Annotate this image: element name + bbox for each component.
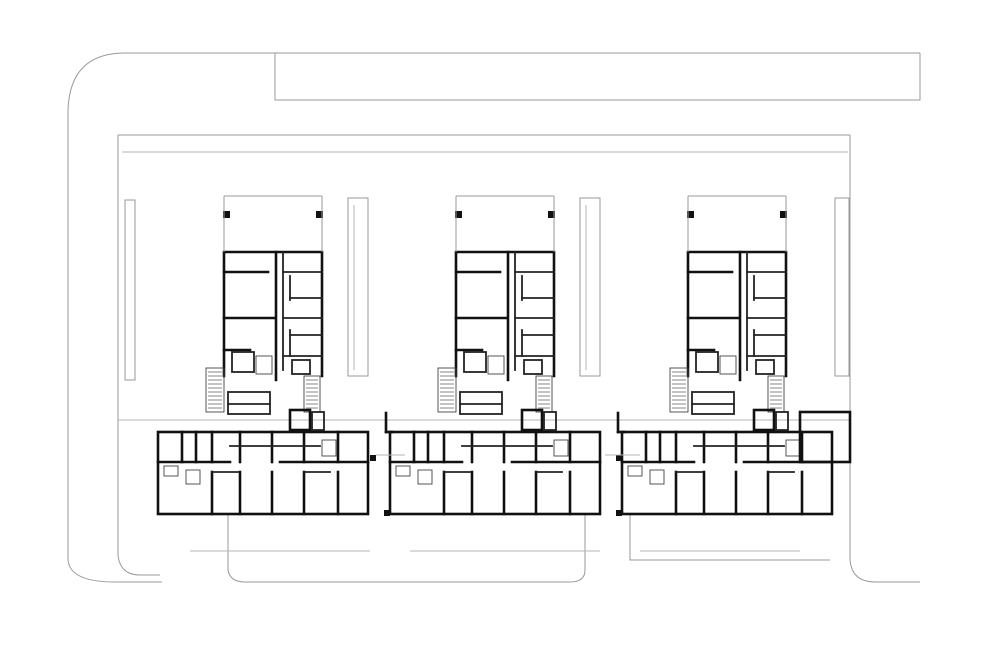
slab-bathroom bbox=[185, 469, 201, 485]
stair-outline bbox=[669, 367, 689, 413]
bathroom bbox=[463, 351, 487, 373]
stair-core bbox=[208, 371, 318, 409]
lift-shaft bbox=[752, 408, 776, 432]
north-wing-outline bbox=[222, 250, 324, 378]
site-boundary-outer bbox=[67, 52, 920, 583]
slab-kitchen bbox=[627, 465, 643, 477]
south-slab-outline bbox=[620, 430, 834, 516]
site-boundary-right bbox=[849, 420, 920, 583]
stair-outline-2 bbox=[767, 375, 785, 413]
balcony-column bbox=[687, 211, 694, 218]
planter-slot-4 bbox=[834, 197, 850, 377]
service-shaft bbox=[775, 411, 789, 431]
closet bbox=[755, 359, 775, 375]
connector-col-2 bbox=[384, 510, 390, 516]
closet bbox=[291, 359, 311, 375]
site-boundary-inner bbox=[117, 135, 160, 576]
street-bottom bbox=[227, 515, 586, 583]
bathroom-2 bbox=[719, 355, 737, 375]
balcony-column bbox=[455, 211, 462, 218]
connector-col-4 bbox=[616, 510, 622, 516]
building-blocks bbox=[156, 195, 852, 516]
planter-slot-2 bbox=[347, 197, 369, 377]
stair-core bbox=[672, 371, 782, 409]
balcony-column bbox=[316, 211, 323, 218]
balcony-column bbox=[548, 211, 555, 218]
block-center bbox=[388, 195, 602, 516]
lift-shaft bbox=[520, 408, 544, 432]
east-extra-room bbox=[798, 410, 852, 464]
bathroom bbox=[231, 351, 255, 373]
balcony-column bbox=[780, 211, 787, 218]
service-shaft bbox=[311, 411, 325, 431]
bathroom bbox=[695, 351, 719, 373]
south-slab-outline bbox=[388, 430, 602, 516]
stair-outline bbox=[437, 367, 457, 413]
connector-col-1 bbox=[370, 455, 376, 461]
stair-outline-2 bbox=[303, 375, 321, 413]
block-west bbox=[156, 195, 370, 516]
south-slab-outline bbox=[156, 430, 370, 516]
stair-outline-2 bbox=[535, 375, 553, 413]
elevator-core bbox=[459, 391, 503, 415]
block-connectors bbox=[370, 411, 640, 516]
bathroom-2 bbox=[255, 355, 273, 375]
road-strip-top bbox=[274, 53, 921, 101]
north-wing-outline bbox=[454, 250, 556, 378]
slab-kitchen bbox=[395, 465, 411, 477]
bathroom-2 bbox=[487, 355, 505, 375]
stair-outline bbox=[205, 367, 225, 413]
planter-slot-3 bbox=[579, 197, 601, 377]
slab-bathroom-2 bbox=[785, 439, 801, 457]
north-wing-outline bbox=[686, 250, 788, 378]
lift-shaft bbox=[288, 408, 312, 432]
slab-bathroom bbox=[417, 469, 433, 485]
connector-col-3 bbox=[616, 455, 622, 461]
block-east bbox=[620, 195, 852, 516]
slab-bathroom-2 bbox=[553, 439, 569, 457]
elevator-core bbox=[691, 391, 735, 415]
closet bbox=[523, 359, 543, 375]
stair-core bbox=[440, 371, 550, 409]
planter-slot-1 bbox=[124, 199, 136, 381]
slab-kitchen bbox=[163, 465, 179, 477]
slab-bathroom-2 bbox=[321, 439, 337, 457]
elevator-core bbox=[227, 391, 271, 415]
street-bottom-right bbox=[629, 515, 830, 561]
service-shaft bbox=[543, 411, 557, 431]
balcony-column bbox=[223, 211, 230, 218]
slab-bathroom bbox=[649, 469, 665, 485]
site-context bbox=[67, 52, 921, 583]
